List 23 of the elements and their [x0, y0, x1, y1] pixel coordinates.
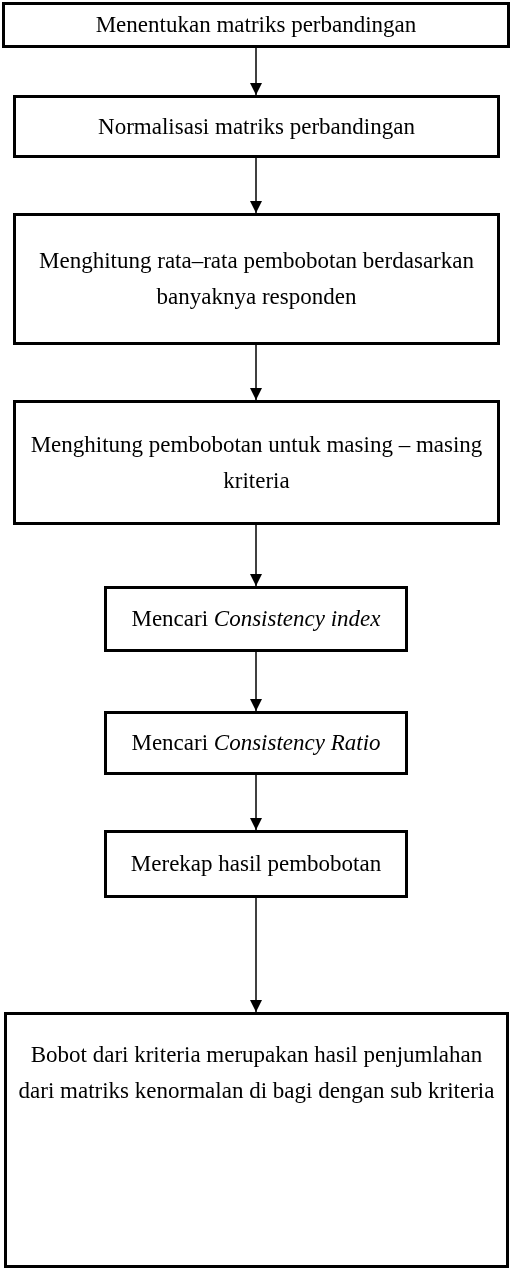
arrow	[250, 774, 262, 831]
step-text: Normalisasi matriks perbandingan	[98, 112, 415, 141]
arrow	[250, 897, 262, 1013]
step-text: Merekap hasil pembobotan	[130, 850, 382, 879]
process-box	[13, 95, 500, 158]
arrow	[250, 157, 262, 214]
arrow	[250, 651, 262, 712]
step-text: Mencari Consistency index	[131, 605, 381, 634]
process-box	[13, 400, 500, 525]
process-box	[104, 586, 408, 652]
step-text: Menentukan matriks perbandingan	[95, 11, 417, 40]
arrow	[250, 344, 262, 401]
process-box	[4, 1012, 509, 1268]
process-box	[104, 830, 408, 898]
process-box	[2, 2, 510, 48]
process-box	[104, 711, 408, 775]
arrow	[250, 47, 262, 96]
step-text: Mencari Consistency Ratio	[131, 729, 381, 758]
step-text: Menghitung pembobotan untuk masing – masing kriteria	[29, 430, 484, 495]
step-text: Menghitung rata–rata pembobotan berdasarkan banyaknya responden	[38, 247, 475, 311]
process-box	[13, 213, 500, 345]
step-text: Bobot dari kriteria merupakan hasil penjumlahan dari matriks kenormalan di bagi dengan sub kriteria	[17, 1041, 496, 1105]
arrow	[250, 524, 262, 587]
